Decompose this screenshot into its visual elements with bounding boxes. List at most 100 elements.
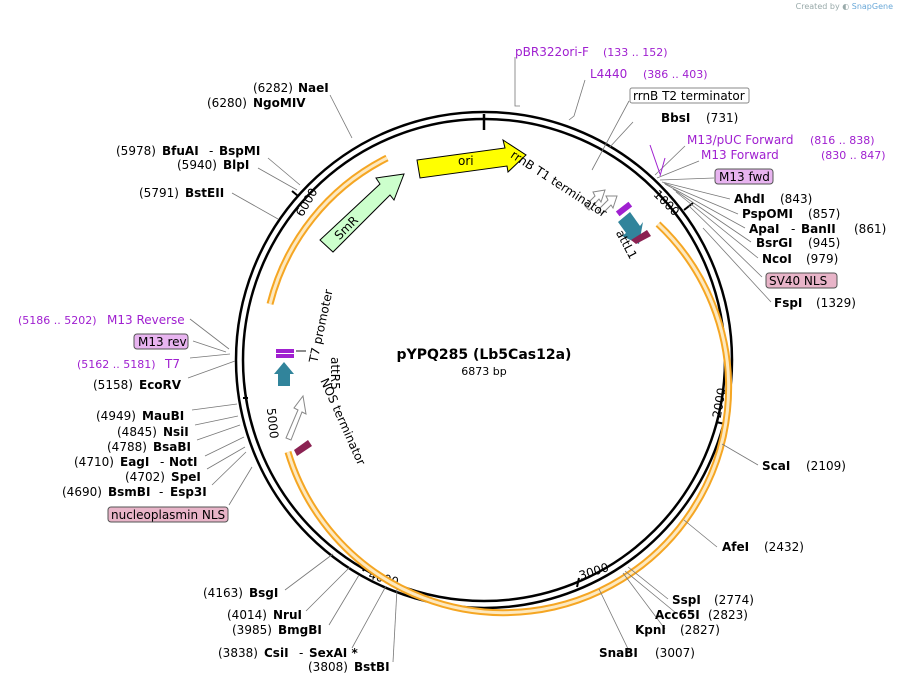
site-fspi[interactable]: FspI: [774, 296, 802, 310]
site-bsrgi-pos: (945): [808, 236, 840, 250]
site-maubi[interactable]: MauBI: [142, 409, 184, 423]
snapgene-credit: Created by ◐ SnapGene: [795, 2, 893, 11]
primer-m13-forward[interactable]: M13 Forward: [701, 148, 779, 162]
site-bstbi[interactable]: BstBI: [354, 660, 390, 674]
rrnb-t2-box[interactable]: [629, 87, 750, 104]
primer-m13-forward-range: (830 .. 847): [821, 149, 886, 162]
orange-arc-smr: [266, 154, 389, 305]
site-bfuai-pos: (5978): [116, 144, 156, 158]
site-eagi-pos: (4710): [74, 455, 114, 469]
site-sspi[interactable]: SspI: [672, 593, 701, 607]
site-acc65i-pos: (2823): [708, 608, 748, 622]
site-ngomiv-pos: (6280): [207, 96, 247, 110]
site-ncoi-pos: (979): [806, 252, 838, 266]
site-sexai[interactable]: SexAI *: [309, 646, 358, 660]
rrnb-t1-arrow[interactable]: [584, 189, 606, 211]
m13-rev-label: M13 rev: [138, 335, 187, 349]
site-bbsi[interactable]: BbsI: [661, 111, 690, 125]
tick-mark-3000: [576, 577, 580, 588]
site-bfuai[interactable]: BfuAI: [162, 144, 199, 158]
site-bmgbi[interactable]: BmgBI: [278, 623, 322, 637]
site-apai-pos: (861): [854, 222, 886, 236]
site-blpi-pos: (5940): [177, 158, 217, 172]
primer-pbr322ori-f-range: (133 .. 152): [603, 46, 668, 59]
site-csii-sep: -: [299, 646, 303, 660]
site-bspmi[interactable]: BspMI: [219, 144, 260, 158]
m13-fwd-box[interactable]: [714, 168, 774, 185]
site-bsabi[interactable]: BsaBI: [153, 440, 191, 454]
site-bsteii[interactable]: BstEII: [185, 186, 224, 200]
m13-fwd-primer-mark: [615, 201, 633, 217]
site-kpni[interactable]: KpnI: [635, 623, 666, 637]
site-eagi-sep: -: [160, 455, 164, 469]
t7-primer-mark: [276, 349, 294, 353]
t7-promoter-label: T7 promoter: [306, 288, 335, 365]
site-csii[interactable]: CsiI: [264, 646, 289, 660]
tick-label-3000: 3000: [577, 560, 610, 583]
cas12a-cds-arc-inner: [286, 222, 731, 615]
snapgene-logo-icon: ◐: [842, 2, 850, 11]
site-eagi[interactable]: EagI: [120, 455, 149, 469]
site-ncoi[interactable]: NcoI: [762, 252, 792, 266]
site-spei[interactable]: SpeI: [171, 470, 201, 484]
site-afei-pos: (2432): [764, 540, 804, 554]
attl1-arrow[interactable]: [618, 212, 643, 244]
site-nrui[interactable]: NruI: [273, 608, 302, 622]
primer-pbr322ori-f[interactable]: pBR322ori-F: [515, 45, 589, 59]
site-nrui-pos: (4014): [227, 608, 267, 622]
sv40-nls-box[interactable]: [765, 272, 838, 289]
site-ahdi-pos: (843): [780, 192, 812, 206]
primer-m13-puc-forward[interactable]: M13/pUC Forward: [687, 133, 794, 147]
site-pspomi[interactable]: PspOMI: [742, 207, 793, 221]
site-ecorv[interactable]: EcoRV: [139, 378, 182, 392]
site-nsii-pos: (4845): [117, 425, 157, 439]
m13-fwd-label: M13 fwd: [719, 170, 770, 184]
tick-mark-6000: [291, 190, 299, 197]
site-bmgbi-pos: (3985): [232, 623, 272, 637]
site-ngomiv[interactable]: NgoMIV: [253, 96, 306, 110]
site-afei[interactable]: AfeI: [722, 540, 749, 554]
smr-arrow[interactable]: [319, 173, 405, 253]
site-scai[interactable]: ScaI: [762, 459, 790, 473]
orange-arc-smr-inner: [268, 156, 388, 305]
site-blpi[interactable]: BlpI: [223, 158, 249, 172]
site-bsrgi[interactable]: BsrGI: [756, 236, 793, 250]
site-ecorv-pos: (5158): [93, 378, 133, 392]
site-snabi[interactable]: SnaBI: [599, 646, 638, 660]
primer-m13-reverse[interactable]: M13 Reverse: [107, 313, 185, 327]
m13-rev-primer-mark: [276, 354, 294, 358]
site-naei-pos: (6282): [253, 81, 293, 95]
site-nsii[interactable]: NsiI: [163, 425, 189, 439]
ori-arrow[interactable]: [416, 138, 527, 179]
attr5-arrow[interactable]: [274, 362, 294, 386]
site-bstbi-pos: (3808): [308, 660, 348, 674]
m13-rev-box[interactable]: [133, 333, 189, 350]
rrnb-t1-arrow-2: [597, 195, 618, 215]
sv40-nls-mark: [631, 230, 651, 244]
site-apai-sep: -: [791, 222, 795, 236]
site-kpni-pos: (2827): [680, 623, 720, 637]
plasmid-length: 6873 bp: [461, 365, 506, 378]
nos-terminator-arrow[interactable]: [285, 394, 307, 441]
site-ahdi[interactable]: AhdI: [734, 192, 765, 206]
primer-t7[interactable]: T7: [164, 357, 180, 371]
site-acc65i[interactable]: Acc65I: [655, 608, 700, 622]
site-banii[interactable]: BanII: [801, 222, 836, 236]
plasmid-name: pYPQ285 (Lb5Cas12a): [397, 347, 572, 363]
site-bsmbi-pos: (4690): [62, 485, 102, 499]
site-sspi-pos: (2774): [714, 593, 754, 607]
site-bsmbi[interactable]: BsmBI: [108, 485, 150, 499]
site-naei[interactable]: NaeI: [298, 81, 329, 95]
site-bsgi-pos: (4163): [203, 586, 243, 600]
rrnb-t2-label: rrnB T2 terminator: [633, 89, 745, 103]
site-esp3i[interactable]: Esp3I: [170, 485, 207, 499]
primer-l4440[interactable]: L4440: [590, 67, 627, 81]
primer-m13-reverse-range: (5186 .. 5202): [18, 314, 97, 327]
nucleoplasmin-nls-box[interactable]: [107, 506, 229, 523]
site-apai[interactable]: ApaI: [749, 222, 779, 236]
site-noti[interactable]: NotI: [169, 455, 198, 469]
site-bsgi[interactable]: BsgI: [249, 586, 278, 600]
primer-l4440-range: (386 .. 403): [643, 68, 708, 81]
nucleoplasmin-nls-label: nucleoplasmin NLS: [111, 508, 225, 522]
